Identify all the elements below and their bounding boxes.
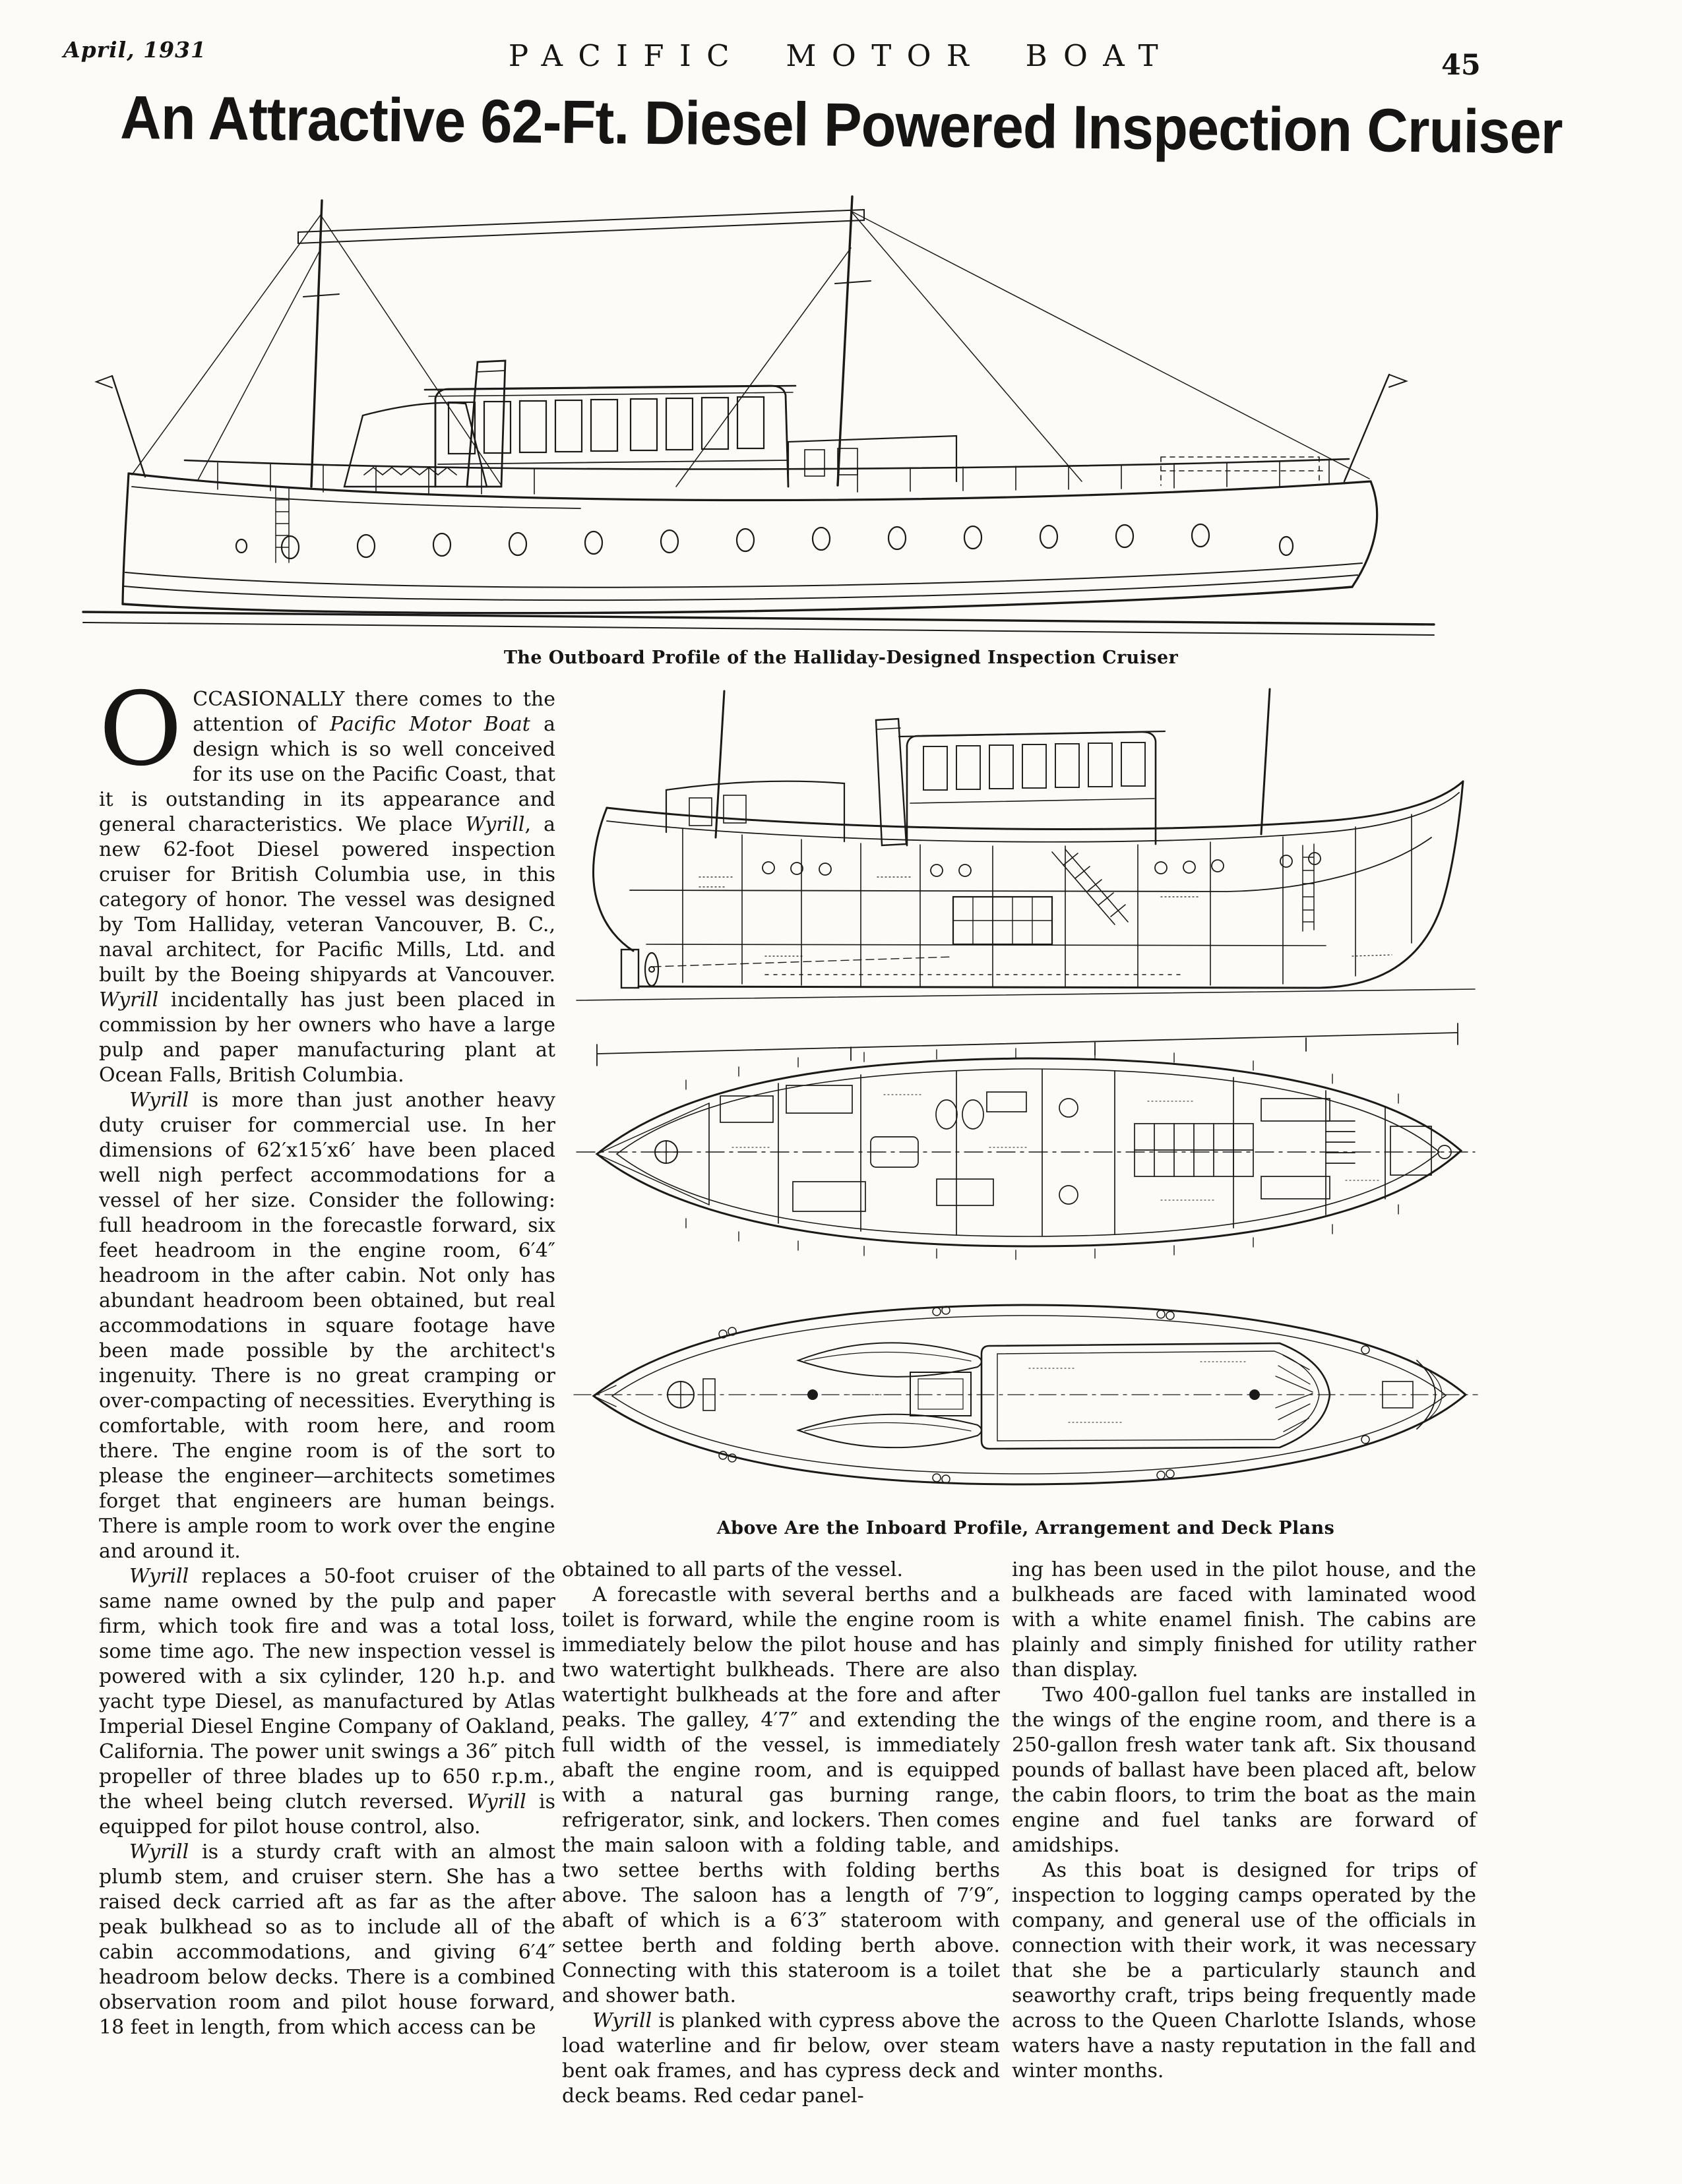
paragraph: ing has been used in the pilot house, an… bbox=[1012, 1558, 1476, 1682]
page-number: 45 bbox=[1441, 49, 1481, 82]
arrangement-plan-drawing bbox=[567, 1016, 1484, 1279]
magazine-name: PACIFIC MOTOR BOAT bbox=[508, 38, 1174, 73]
drop-cap: O bbox=[99, 671, 183, 789]
inboard-profile-drawing bbox=[567, 679, 1484, 1012]
paragraph: obtained to all parts of the vessel. bbox=[562, 1558, 904, 1581]
paragraph: Two 400-gallon fuel tanks are installed … bbox=[1012, 1684, 1476, 1857]
plans-caption: Above Are the Inboard Profile, Arrangeme… bbox=[716, 1518, 1335, 1538]
paragraph: A forecastle with several berths and a t… bbox=[562, 1583, 1000, 2007]
outboard-profile-drawing bbox=[79, 177, 1438, 638]
paragraph: Wyrill is more than just another heavy d… bbox=[99, 1089, 555, 1563]
pilot-house-windows bbox=[447, 396, 765, 455]
portholes bbox=[235, 523, 1294, 560]
issue-date: April, 1931 bbox=[63, 37, 206, 63]
article-headline: An Attractive 62-Ft. Diesel Powered Insp… bbox=[0, 83, 1682, 167]
article-column-middle: obtained to all parts of the vessel. A f… bbox=[562, 1558, 1000, 2109]
outboard-caption: The Outboard Profile of the Halliday-Des… bbox=[503, 648, 1179, 668]
paragraph: Wyrill is a sturdy craft with an almost … bbox=[99, 1840, 555, 2039]
paragraph: As this boat is designed for trips of in… bbox=[1012, 1859, 1476, 2082]
article-column-right: ing has been used in the pilot house, an… bbox=[1012, 1558, 1476, 2084]
article-headline-text: An Attractive 62-Ft. Diesel Powered Insp… bbox=[119, 82, 1563, 167]
paragraph: Wyrill is planked with cypress above the… bbox=[562, 2009, 1000, 2108]
deck-plan-drawing bbox=[567, 1283, 1484, 1510]
paragraph: Wyrill replaces a 50-foot cruiser of the… bbox=[99, 1565, 555, 1838]
paragraph-text: CCASIONALLY there comes to the attention… bbox=[99, 688, 555, 1087]
